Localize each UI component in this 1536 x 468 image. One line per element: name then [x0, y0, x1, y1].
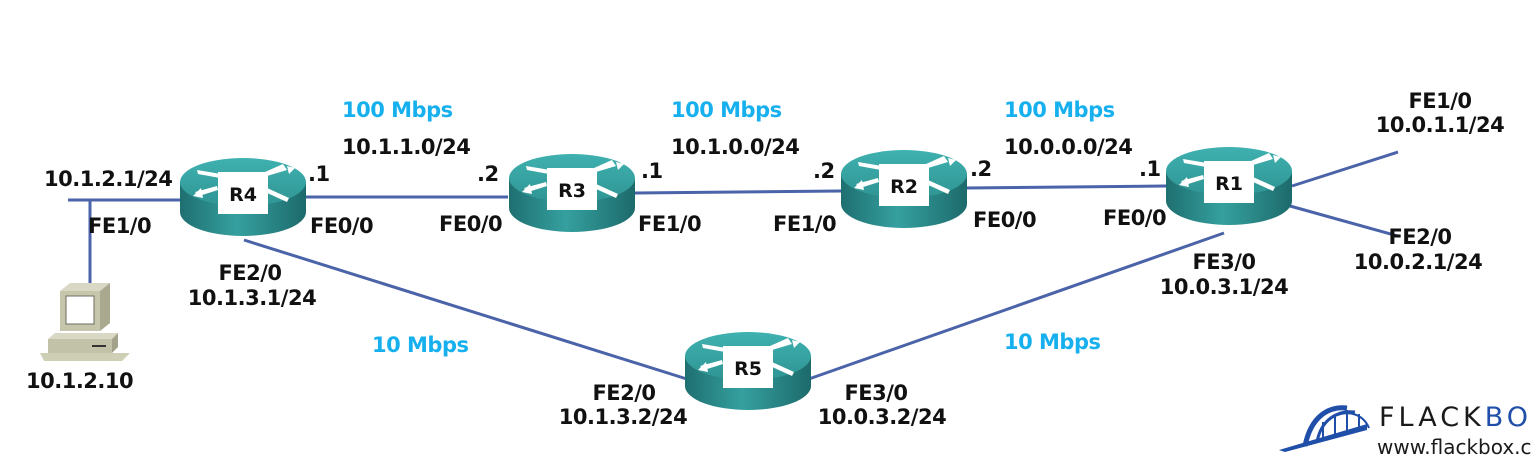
r3-r2-r3-if: FE1/0: [638, 212, 702, 236]
router-r3-label: R3: [558, 180, 586, 202]
link-r4-r3-subnet: 10.1.1.0/24: [342, 135, 471, 159]
r5-fe2-if: FE2/0: [592, 381, 656, 405]
r4-lan-if: FE1/0: [88, 214, 152, 238]
link-r2-r1-subnet: 10.0.0.0/24: [1004, 135, 1133, 159]
r1-fe3-if: FE3/0: [1192, 250, 1256, 274]
link-r3-r2-subnet: 10.1.0.0/24: [671, 135, 800, 159]
link-r2-r1-speed: 100 Mbps: [1004, 98, 1115, 122]
r4-r3-r4-host: .1: [308, 162, 330, 186]
bridge-logo-icon: [1279, 405, 1370, 452]
logo-brand-blue: BO: [1484, 402, 1533, 433]
link-r5-r1-speed: 10 Mbps: [1004, 330, 1101, 354]
link-r3-r2-speed: 100 Mbps: [671, 98, 782, 122]
r5-fe3-if: FE3/0: [844, 381, 908, 405]
r4-r3-r3-host: .2: [477, 162, 499, 186]
link-r1-fe1: [1291, 150, 1399, 188]
r1-fe3-ip: 10.0.3.1/24: [1159, 275, 1289, 299]
r3-r2-r2-if: FE1/0: [773, 212, 837, 236]
router-r1-label: R1: [1215, 173, 1243, 195]
router-r2[interactable]: R2: [841, 150, 967, 228]
logo-url: www.flackbox.c: [1377, 435, 1532, 459]
r5-fe2-ip: 10.1.3.2/24: [558, 405, 688, 429]
desktop-computer-icon[interactable]: [40, 283, 130, 361]
r4-lan-ip: 10.1.2.1/24: [44, 167, 173, 191]
link-r5-r1: [805, 231, 1225, 382]
r4-fe2-if: FE2/0: [218, 261, 282, 285]
router-r4-label: R4: [229, 184, 257, 206]
link-r4-r5: [243, 238, 691, 382]
r2-r1-r2-host: .2: [970, 157, 992, 181]
r2-r1-r1-if: FE0/0: [1103, 206, 1167, 230]
r1-fe1-if: FE1/0: [1408, 89, 1472, 113]
host-ip: 10.1.2.10: [26, 369, 134, 393]
r4-fe2-ip: 10.1.3.1/24: [187, 286, 317, 310]
link-r3-r2: [633, 189, 842, 195]
r2-r1-r1-host: .1: [1139, 157, 1161, 181]
router-r1[interactable]: R1: [1166, 147, 1292, 225]
link-r1-fe2: [1289, 204, 1399, 238]
r1-fe2-ip: 10.0.2.1/24: [1353, 250, 1483, 274]
r3-r2-r3-host: .1: [641, 159, 663, 183]
link-r4-r3-speed: 100 Mbps: [342, 98, 453, 122]
r1-fe2-if: FE2/0: [1388, 225, 1452, 249]
r4-r3-r4-if: FE0/0: [310, 214, 374, 238]
r5-fe3-ip: 10.0.3.2/24: [817, 405, 947, 429]
router-r4[interactable]: R4: [180, 158, 306, 236]
flackbox-logo: FLACKBO www.flackbox.c: [1275, 402, 1536, 462]
r1-fe1-ip: 10.0.1.1/24: [1375, 113, 1505, 137]
router-r2-label: R2: [890, 176, 918, 198]
r2-r1-r2-if: FE0/0: [973, 208, 1037, 232]
link-r2-r1: [965, 184, 1167, 190]
router-r5-label: R5: [734, 358, 762, 380]
router-r3[interactable]: R3: [509, 154, 635, 232]
r4-r3-r3-if: FE0/0: [439, 212, 503, 236]
logo-brand-dark: FLACK: [1379, 402, 1485, 433]
link-r4-r5-speed: 10 Mbps: [372, 333, 469, 357]
router-r5[interactable]: R5: [685, 332, 811, 410]
r3-r2-r2-host: .2: [813, 159, 835, 183]
